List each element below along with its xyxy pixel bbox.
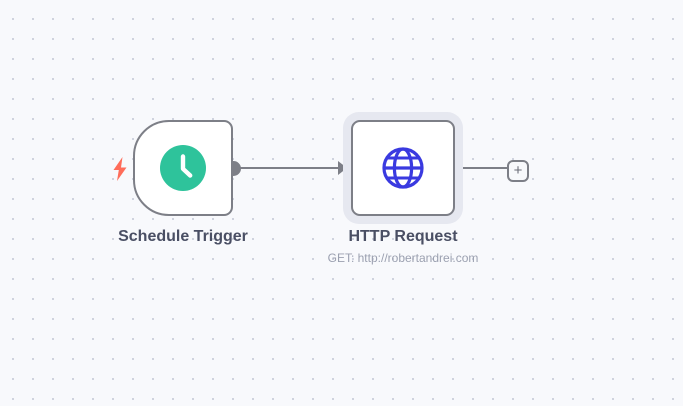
lightning-bolt-icon	[112, 157, 128, 181]
connection-http-to-add[interactable]	[460, 167, 509, 169]
globe-icon	[379, 144, 427, 192]
node-subtitle-http-request: GET: http://robertandrei.com	[327, 251, 479, 265]
add-node-button[interactable]: +	[507, 160, 529, 182]
connection-trigger-to-http[interactable]	[240, 167, 340, 169]
node-title-http-request: HTTP Request	[348, 228, 458, 245]
node-http-request-selection-halo	[343, 112, 463, 224]
connection-arrowhead-http-input	[338, 161, 347, 175]
clock-icon	[160, 145, 206, 191]
node-title-schedule-trigger: Schedule Trigger	[118, 228, 248, 245]
node-http-request[interactable]	[351, 120, 455, 216]
node-schedule-trigger[interactable]	[133, 120, 233, 216]
